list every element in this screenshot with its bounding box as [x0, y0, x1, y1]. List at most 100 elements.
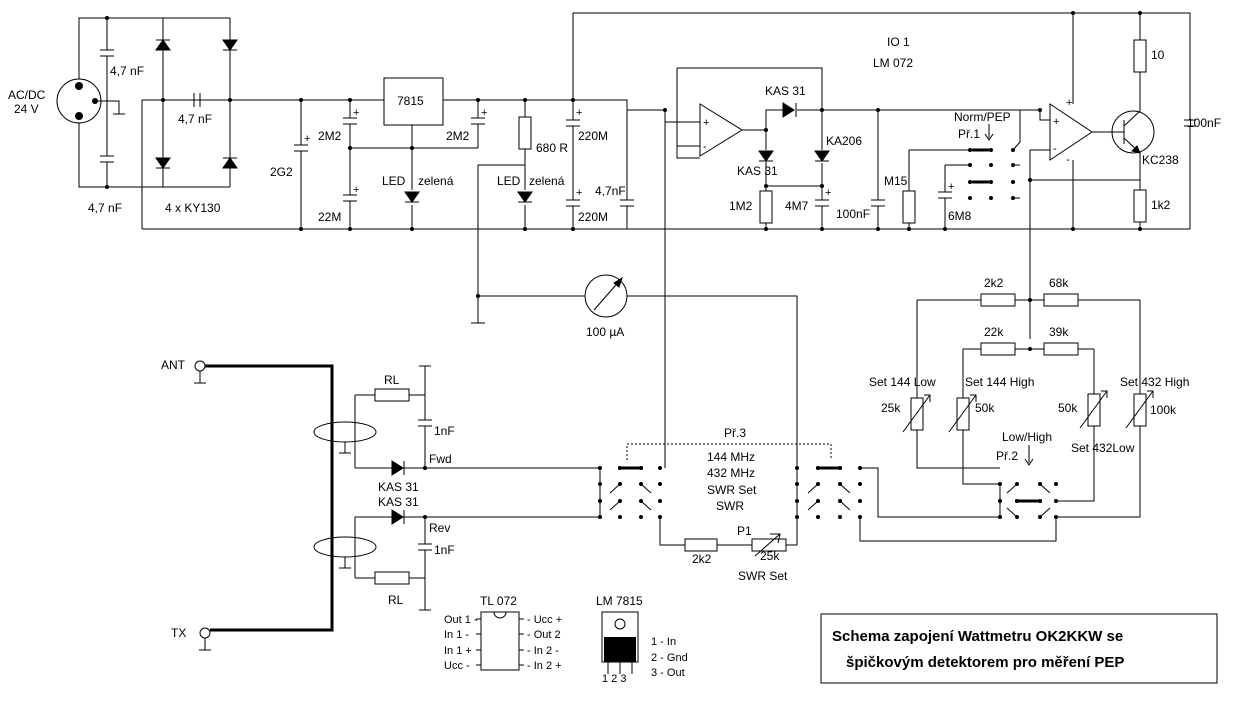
trimmer-50k-right-label: 50k	[1058, 401, 1078, 415]
meter-label: 100 µA	[586, 325, 624, 339]
resistor-m15	[902, 190, 916, 224]
diode-kas31-rev-label: KAS 31	[378, 495, 419, 509]
switch-pr3-opt2: 432 MHz	[707, 466, 755, 480]
switch-pr3-section: Př.3 144 MHz 432 MHz SWR Set SWR 2k2 P1 …	[598, 426, 1057, 583]
svg-text:+: +	[353, 107, 359, 119]
resistor-68k	[1043, 293, 1079, 307]
switch-pr1-contacts	[968, 110, 1021, 200]
tl072-pin-3: In 1 +	[444, 645, 472, 657]
resistor-680r	[518, 116, 532, 150]
title-line-2: špičkovým detektorem pro měření PEP	[846, 654, 1124, 671]
cap-1nf-rev-label: 1nF	[434, 543, 455, 557]
rev-label: Rev	[429, 521, 450, 535]
resistor-68k-label: 68k	[1049, 276, 1069, 290]
resistor-39k	[1043, 342, 1079, 356]
cap-220m-top-label: 220M	[578, 129, 608, 143]
led-2-label: LED	[497, 174, 521, 188]
potentiometer-p1-label: P1	[737, 524, 752, 538]
switch-pr3-opt3: SWR Set	[707, 483, 757, 497]
resistor-2k2-cal-label: 2k2	[984, 276, 1004, 290]
switch-pr2-label: Low/High	[1002, 430, 1052, 444]
switch-pr1-label: Př.1	[958, 127, 980, 141]
tl072-package	[480, 611, 520, 671]
tl072-pin-8: - Ucc +	[527, 614, 562, 626]
io1-part-label: LM 072	[873, 56, 913, 70]
diode-kas31-fwd	[391, 460, 404, 476]
bridge-diode-4	[222, 157, 238, 169]
ac-dc-voltage-label: 24 V	[14, 102, 39, 116]
diode-kas31-bottom	[758, 150, 774, 162]
calibration-section: 2k2 68k 22k 39k Set 144 Low Set 144 High…	[869, 276, 1189, 519]
cap-100nf-right-label: 100nF	[1187, 116, 1221, 130]
svg-text:+: +	[576, 187, 582, 199]
cap-2m2-right-label: 2M2	[446, 129, 470, 143]
tl072-pin-5: - In 2 +	[527, 660, 562, 672]
resistor-rl-rev	[374, 571, 410, 585]
resistor-10-label: 10	[1151, 48, 1165, 62]
trimmer-50k-144-high	[956, 397, 970, 431]
svg-text:+: +	[481, 107, 487, 119]
svg-text:+: +	[353, 184, 359, 196]
resistor-22k	[980, 342, 1016, 356]
potentiometer-p1	[751, 538, 787, 552]
led-1-label: LED	[382, 174, 406, 188]
lm7815-pin-3: 3 - Out	[651, 667, 685, 679]
tl072-title: TL 072	[480, 594, 517, 608]
bridge-cap-label: 4,7 nF	[178, 112, 212, 126]
tl072-pin-1: Out 1 -	[444, 614, 478, 626]
potentiometer-p1-value: 25k	[760, 549, 780, 563]
trimmer-432-low-label: Set 432Low	[1071, 441, 1135, 455]
switch-pr3-label: Př.3	[724, 426, 746, 440]
switch-pr3-opt4: SWR	[716, 499, 744, 513]
diode-kas31-rev	[391, 509, 404, 525]
switch-pr3-left-contacts	[598, 466, 685, 546]
bridge-diode-1	[155, 39, 171, 51]
switch-pr2-id-label: Př.2	[996, 449, 1018, 463]
trimmer-100k-label: 100k	[1150, 403, 1177, 417]
svg-text:+: +	[825, 187, 831, 199]
resistor-680r-label: 680 R	[536, 141, 568, 155]
lm7815-pin-numbers: 1 2 3	[602, 673, 626, 685]
ant-label: ANT	[161, 358, 186, 372]
resistor-rl-fwd	[374, 388, 410, 402]
trimmer-50k-432-low	[1087, 393, 1101, 427]
transistor-kc238-label: KC238	[1142, 153, 1179, 167]
svg-text:+: +	[948, 181, 954, 193]
lm7815-title: LM 7815	[596, 594, 643, 608]
lm7815-pin-1: 1 - In	[651, 636, 676, 648]
resistor-1k2	[1133, 189, 1147, 223]
svg-text:-: -	[1053, 143, 1057, 155]
led-2-color-label: zelená	[529, 174, 565, 188]
svg-text:-: -	[703, 141, 707, 153]
lm7815-pinout: LM 7815 1 2 3 1 - In 2 - Gnd 3 - Out	[596, 594, 688, 685]
swr-set-label: SWR Set	[738, 569, 788, 583]
io1-label: IO 1	[887, 35, 910, 49]
bridge-diodes-label: 4 x KY130	[165, 201, 221, 215]
cap-2g2-label: 2G2	[270, 165, 293, 179]
led-green-1	[404, 191, 420, 203]
resistor-22k-label: 22k	[984, 325, 1004, 339]
svg-text:+: +	[576, 107, 582, 119]
led-1-color-label: zelená	[418, 174, 454, 188]
trimmer-25k-144-low	[910, 397, 924, 431]
tl072-pin-6: - In 2 -	[527, 645, 559, 657]
rf-coupler-section: ANT TX RL RL 1nF 1nF KAS 31 KAS 31 Fwd R…	[161, 358, 600, 651]
svg-text:+: +	[1053, 116, 1059, 128]
diode-ka206	[814, 150, 830, 162]
switch-norm-pep-label: Norm/PEP	[954, 110, 1011, 124]
regulator-7815-box	[383, 77, 444, 126]
tx-label: TX	[171, 626, 186, 640]
svg-text:+: +	[304, 133, 310, 145]
tl072-pin-7: - Out 2	[527, 629, 561, 641]
cap-4n7-bottom-label: 4,7 nF	[88, 201, 122, 215]
ant-connector	[194, 360, 206, 372]
resistor-2k2-cal	[980, 293, 1016, 307]
op-amp-1	[699, 103, 743, 157]
resistor-2k2-swr-label: 2k2	[692, 552, 712, 566]
trimmer-50k-left-label: 50k	[975, 401, 995, 415]
resistor-1m2-label: 1M2	[729, 199, 753, 213]
switch-pr2-contacts	[998, 482, 1058, 519]
diode-kas31-bottom-label: KAS 31	[737, 164, 778, 178]
